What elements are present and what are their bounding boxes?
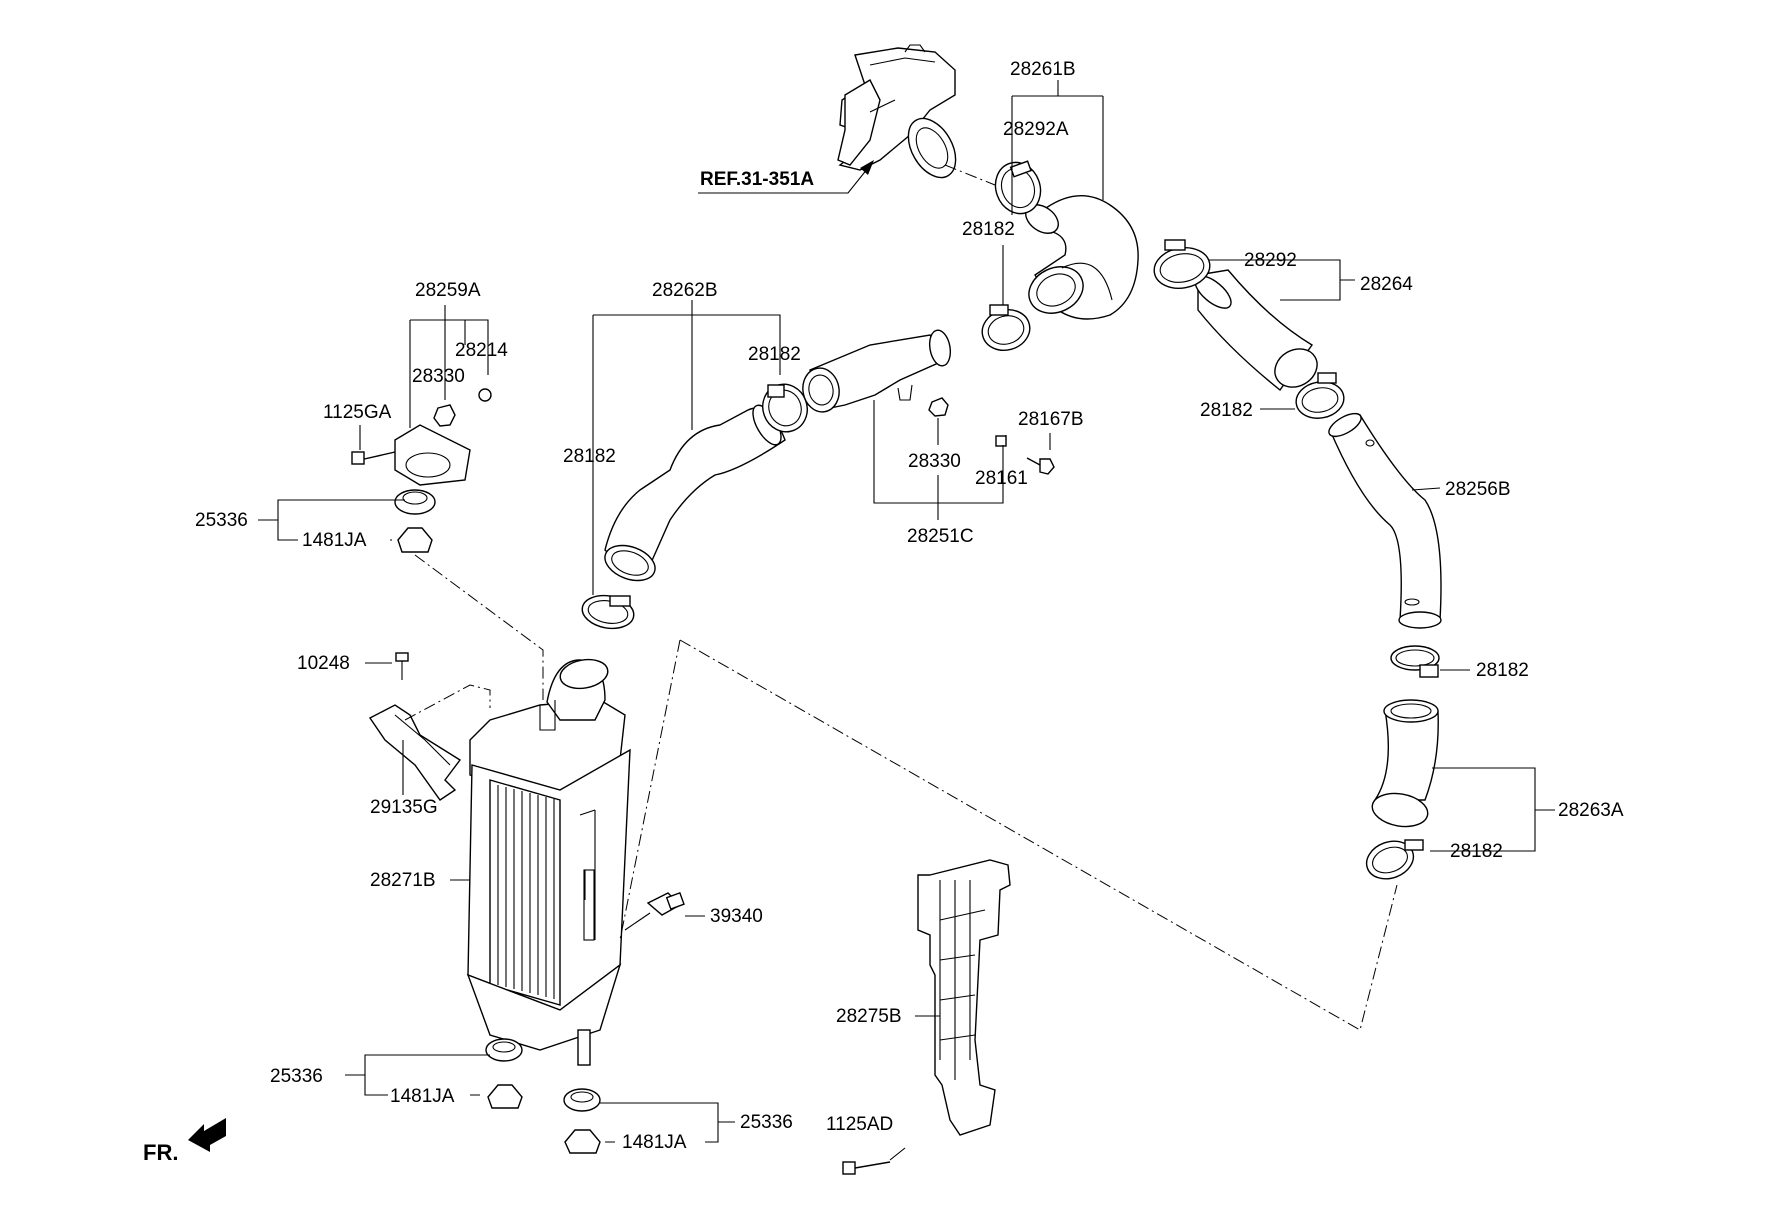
hose-28263A — [1371, 699, 1439, 828]
label-28292A: 28292A — [1003, 119, 1069, 140]
label-1125GA: 1125GA — [323, 402, 392, 423]
bolt-1125GA — [351, 451, 396, 465]
label-ref-31-351A: REF.31-351A — [700, 169, 814, 190]
intercooler-28271B — [466, 658, 631, 1066]
label-28256B: 28256B — [1445, 479, 1511, 500]
label-39340: 39340 — [710, 906, 763, 927]
nut-1481JA-b — [487, 1084, 523, 1109]
label-28182-f: 28182 — [1450, 841, 1503, 862]
label-28182-d: 28182 — [1200, 400, 1253, 421]
sensor-39340 — [624, 892, 685, 931]
label-25336-c: 25336 — [740, 1112, 793, 1133]
pipe-28251C — [802, 329, 952, 413]
clamp-28182-upper — [981, 304, 1031, 351]
clamp-28182-right3 — [1365, 839, 1424, 880]
grommet-25336-b — [485, 1038, 523, 1062]
hose-28264 — [1194, 269, 1318, 392]
label-29135G: 29135G — [370, 797, 438, 818]
label-28182-e: 28182 — [1476, 660, 1529, 681]
label-25336-b: 25336 — [270, 1066, 323, 1087]
label-1125AD: 1125AD — [826, 1114, 893, 1135]
grommet-25336-a — [394, 489, 436, 515]
label-28271B: 28271B — [370, 870, 436, 891]
clamp-28182-right2 — [1390, 645, 1440, 678]
bolt-28167B — [1026, 457, 1055, 475]
nut-1481JA-c — [564, 1129, 601, 1154]
label-10248: 10248 — [297, 653, 350, 674]
pipe-28256B — [1328, 412, 1442, 629]
clamp-28292 — [1153, 239, 1211, 289]
label-28259A: 28259A — [415, 280, 481, 301]
label-28182-top: 28182 — [962, 219, 1015, 240]
label-28330-b: 28330 — [908, 451, 961, 472]
label-1481JA-c: 1481JA — [622, 1132, 687, 1153]
label-28292: 28292 — [1244, 250, 1297, 271]
label-25336-a: 25336 — [195, 510, 248, 531]
bracket-28259A — [394, 424, 471, 486]
nut-1481JA-a — [397, 527, 433, 553]
clamp-28182-left2 — [581, 594, 635, 630]
label-1481JA-a: 1481JA — [302, 530, 367, 551]
label-28161: 28161 — [975, 468, 1028, 489]
bolt-1125AD — [842, 1161, 891, 1175]
label-28182-b: 28182 — [563, 446, 616, 467]
clamp-28182-right1 — [1295, 372, 1345, 419]
label-28330-a: 28330 — [412, 366, 465, 387]
throttle-body-reference — [837, 44, 957, 179]
label-28214: 28214 — [455, 340, 508, 361]
clip-28214 — [478, 388, 492, 402]
screw-10248 — [395, 652, 409, 680]
label-1481JA-b: 1481JA — [390, 1086, 455, 1107]
air-guide-28275B — [917, 859, 1011, 1136]
label-28262B: 28262B — [652, 280, 718, 301]
bolt-28161 — [995, 435, 1007, 447]
label-28167B: 28167B — [1018, 409, 1084, 430]
nut-28330-a — [433, 404, 456, 427]
hose-28261B — [1025, 195, 1139, 320]
ref-pointer: REF.31-351A — [698, 160, 874, 194]
front-direction-arrow-icon — [188, 1118, 226, 1152]
clamp-28292A — [994, 160, 1042, 215]
label-28263A: 28263A — [1558, 800, 1624, 821]
label-28264: 28264 — [1360, 274, 1413, 295]
grommet-25336-c — [563, 1088, 601, 1112]
label-28182-c: 28182 — [748, 344, 801, 365]
hose-28262B — [604, 404, 786, 582]
label-28275B: 28275B — [836, 1006, 902, 1027]
label-28261B: 28261B — [1010, 59, 1076, 80]
label-28251C: 28251C — [907, 526, 974, 547]
label-fr: FR. — [143, 1140, 178, 1165]
bracket-29135G — [368, 704, 462, 801]
reference-arrow-icon — [860, 160, 874, 175]
nut-28330-b — [928, 397, 949, 417]
front-direction-indicator: FR. — [143, 1118, 226, 1165]
